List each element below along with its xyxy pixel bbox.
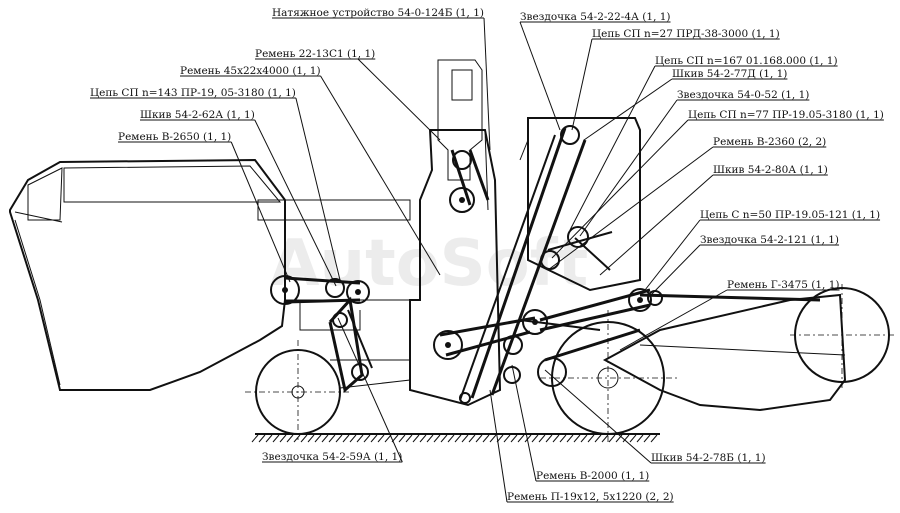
- callout-10: Цепь СП n=77 ПР-19.05-3180 (1, 1): [551, 109, 884, 259]
- part-label: Ремень Г-3475 (1, 1): [727, 279, 840, 291]
- callout-13: Шкив 54-2-80А (1, 1): [599, 164, 828, 276]
- part-label: Шкив 54-2-77Д (1, 1): [672, 68, 787, 80]
- leader-line: [489, 389, 508, 503]
- leader-line: [569, 65, 656, 231]
- ground: [251, 433, 660, 443]
- part-label: Ремень 22-13С1 (1, 1): [255, 48, 375, 60]
- part-label: Ремень В-2000 (1, 1): [536, 470, 649, 482]
- part-label: Звездочка 54-2-121 (1, 1): [700, 234, 839, 246]
- leader-line: [644, 219, 701, 291]
- leader-line: [599, 174, 714, 276]
- part-label: Натяжное устройство 54-0-124Б (1, 1): [272, 7, 484, 19]
- callout-14: Цепь С n=50 ПР-19.05-121 (1, 1): [644, 209, 881, 291]
- part-label: Ремень 45x22x4000 (1, 1): [180, 65, 321, 77]
- part-label: Цепь СП n=77 ПР-19.05-3180 (1, 1): [688, 109, 884, 121]
- part-label: Звездочка 54-0-52 (1, 1): [677, 89, 809, 101]
- callout-20: Ремень П-19x12, 5x1220 (2, 2): [489, 389, 674, 503]
- callout-12: Ремень В-2360 (2, 2): [547, 136, 827, 271]
- leader-line: [619, 289, 728, 351]
- leader-line: [357, 58, 441, 141]
- callout-1: Звездочка 54-2-22-4А (1, 1): [519, 11, 671, 131]
- leader-line: [254, 119, 337, 287]
- part-label: Шкив 54-2-62А (1, 1): [140, 109, 255, 121]
- part-label: Звездочка 54-2-22-4А (1, 1): [520, 11, 671, 23]
- callout-15: Звездочка 54-2-121 (1, 1): [649, 234, 840, 297]
- callout-17: Звездочка 54-2-59А (1, 1): [262, 317, 403, 463]
- part-label: Шкив 54-2-80А (1, 1): [713, 164, 828, 176]
- callout-11: Ремень В-2650 (1, 1): [118, 131, 291, 283]
- leader-line: [571, 38, 593, 131]
- part-label: Цепь СП n=167 01.168.000 (1, 1): [655, 55, 838, 67]
- leader-line: [547, 146, 714, 271]
- leader-line: [579, 99, 678, 237]
- callout-16: Ремень Г-3475 (1, 1): [619, 279, 840, 351]
- callout-9: Шкив 54-2-62А (1, 1): [140, 109, 337, 287]
- callout-2: Цепь СП n=27 ПРД-38-3000 (1, 1): [571, 28, 780, 131]
- leader-line: [519, 21, 561, 131]
- front-wheel: [540, 310, 680, 445]
- leader-line: [551, 119, 689, 259]
- leader-line: [483, 17, 491, 151]
- callout-6: Шкив 54-2-77Д (1, 1): [583, 68, 788, 141]
- leader-line: [544, 369, 652, 464]
- part-label: Шкив 54-2-78Б (1, 1): [651, 452, 766, 464]
- leader-line: [337, 317, 403, 463]
- header: [602, 284, 895, 412]
- leader-line: [320, 75, 441, 276]
- cab: [9, 158, 286, 391]
- callout-7: Цепь СП n=143 ПР-19, 05-3180 (1, 1): [90, 87, 341, 281]
- leader-line: [649, 244, 701, 297]
- part-label: Ремень В-2360 (2, 2): [713, 136, 826, 148]
- part-label: Цепь СП n=27 ПРД-38-3000 (1, 1): [592, 28, 780, 40]
- callout-3: Ремень 22-13С1 (1, 1): [255, 48, 441, 141]
- leader-line: [230, 141, 291, 283]
- part-label: Звездочка 54-2-59А (1, 1): [262, 451, 402, 463]
- part-label: Ремень П-19x12, 5x1220 (2, 2): [507, 491, 674, 503]
- part-label: Цепь СП n=143 ПР-19, 05-3180 (1, 1): [90, 87, 296, 99]
- leader-line: [295, 97, 341, 281]
- rear-wheel: [245, 340, 350, 440]
- part-label: Ремень В-2650 (1, 1): [118, 131, 231, 143]
- callout-19: Ремень В-2000 (1, 1): [511, 364, 650, 482]
- grain-hopper: [519, 117, 641, 292]
- pulleys: [270, 125, 663, 404]
- leader-line: [511, 364, 537, 482]
- callout-5: Цепь СП n=167 01.168.000 (1, 1): [569, 55, 838, 231]
- part-label: Цепь С n=50 ПР-19.05-121 (1, 1): [700, 209, 880, 221]
- callout-18: Шкив 54-2-78Б (1, 1): [544, 369, 766, 464]
- callout-4: Ремень 45x22x4000 (1, 1): [180, 65, 441, 276]
- leader-line: [583, 78, 673, 141]
- callout-0: Натяжное устройство 54-0-124Б (1, 1): [272, 7, 491, 151]
